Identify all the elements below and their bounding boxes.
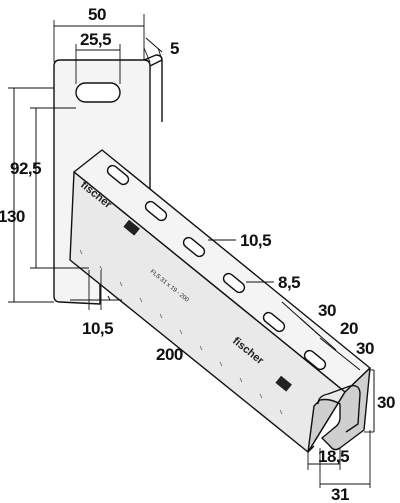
brand-logo-2: [275, 375, 292, 392]
dimension-lines: [8, 14, 375, 488]
dim-height-total: 130: [0, 207, 25, 226]
dim-profile-inner: 18,5: [318, 447, 349, 466]
dim-profile-height: 30: [377, 393, 395, 412]
dim-slot-pitch-b: 30: [356, 339, 374, 358]
dim-lower-slot-width: 10,5: [82, 319, 113, 338]
dim-slot-pitch-a: 30: [318, 301, 336, 320]
dimension-labels: 50 25,5 5 130 92,5 10,5 10,5 8,5 30 20 3…: [0, 5, 395, 503]
plate-top-slot: [75, 82, 121, 103]
dim-slot-spacing: 25,5: [80, 30, 111, 49]
dim-profile-width: 31: [331, 485, 349, 503]
dim-slot-length: 10,5: [240, 231, 271, 250]
brand-logo-1: [123, 219, 140, 236]
top-slots: [106, 164, 327, 371]
dim-height-slot: 92,5: [10, 159, 41, 178]
dim-width-top: 50: [88, 5, 106, 24]
edge-serration: [79, 249, 283, 415]
dim-plate-thickness: 5: [170, 39, 179, 58]
channel-end-profile: [307, 367, 371, 453]
dim-arm-length: 200: [156, 345, 183, 364]
dim-slot-width: 8,5: [278, 273, 300, 292]
dim-slot-offset: 20: [340, 319, 358, 338]
